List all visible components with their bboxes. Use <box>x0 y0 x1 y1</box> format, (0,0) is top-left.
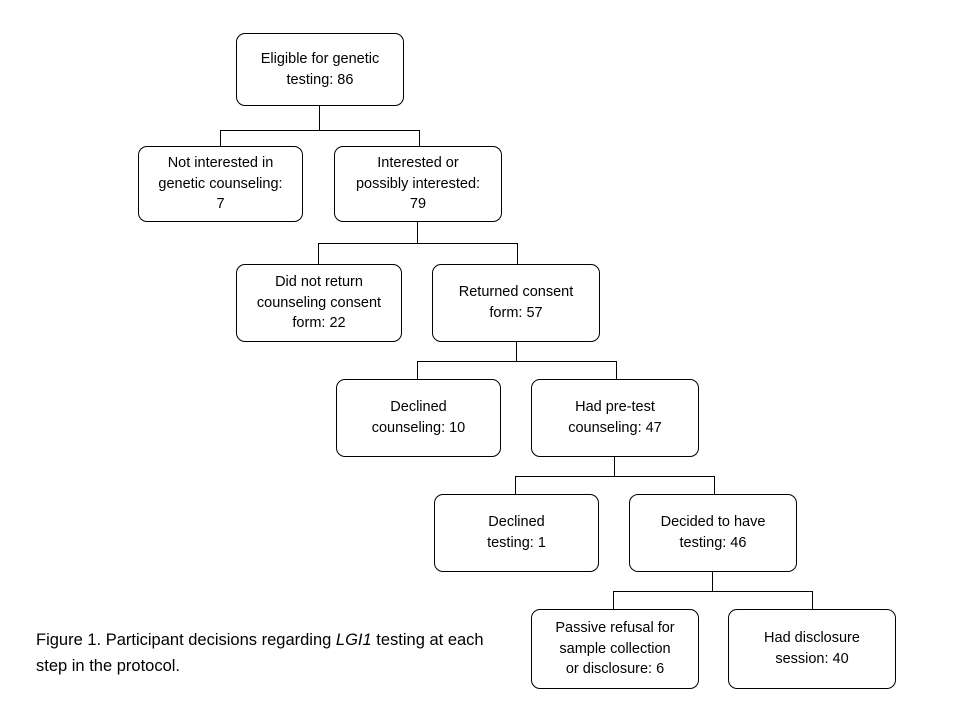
node-had-disclosure-session: Had disclosure session: 40 <box>728 609 896 689</box>
node-decided-to-have-testing: Decided to have testing: 46 <box>629 494 797 572</box>
edge-vertical-n3-down <box>417 222 419 244</box>
caption-text-part2: testing at each step in the protocol. <box>36 631 484 675</box>
figure-caption: Figure 1. Participant decisions regardin… <box>36 628 516 679</box>
edge-vertical-n5-down <box>516 342 518 362</box>
edge-horizontal-n3 <box>318 243 518 245</box>
edge-vertical-to-n9 <box>714 476 716 495</box>
edge-vertical-n1-down <box>319 106 321 131</box>
caption-gene-name: LGI1 <box>335 631 372 649</box>
node-declined-counseling: Declined counseling: 10 <box>336 379 501 457</box>
edge-vertical-to-n11 <box>812 591 814 610</box>
node-interested-or-possibly-interested: Interested or possibly interested: 79 <box>334 146 502 222</box>
caption-text-part1: Figure 1. Participant decisions regardin… <box>36 631 336 649</box>
edge-vertical-to-n3 <box>419 130 421 147</box>
edge-vertical-to-n5 <box>517 243 519 265</box>
node-had-pre-test-counseling: Had pre-test counseling: 47 <box>531 379 699 457</box>
edge-vertical-to-n2 <box>220 130 222 147</box>
edge-horizontal-n9 <box>613 591 813 593</box>
node-did-not-return-counseling-consent-form: Did not return counseling consent form: … <box>236 264 402 342</box>
node-returned-consent-form: Returned consent form: 57 <box>432 264 600 342</box>
edge-horizontal-n7 <box>515 476 715 478</box>
node-eligible-for-genetic-testing: Eligible for genetic testing: 86 <box>236 33 404 106</box>
edge-vertical-to-n6 <box>417 361 419 380</box>
edge-horizontal-n5 <box>417 361 617 363</box>
edge-vertical-to-n10 <box>613 591 615 610</box>
edge-vertical-n7-down <box>614 457 616 477</box>
node-passive-refusal-for-sample-collection-or-disclosure: Passive refusal for sample collection or… <box>531 609 699 689</box>
node-not-interested-in-genetic-counseling: Not interested in genetic counseling: 7 <box>138 146 303 222</box>
edge-vertical-n9-down <box>712 572 714 592</box>
node-declined-testing: Declined testing: 1 <box>434 494 599 572</box>
edge-vertical-to-n7 <box>616 361 618 380</box>
edge-vertical-to-n8 <box>515 476 517 495</box>
edge-horizontal-n1 <box>220 130 420 132</box>
edge-vertical-to-n4 <box>318 243 320 265</box>
